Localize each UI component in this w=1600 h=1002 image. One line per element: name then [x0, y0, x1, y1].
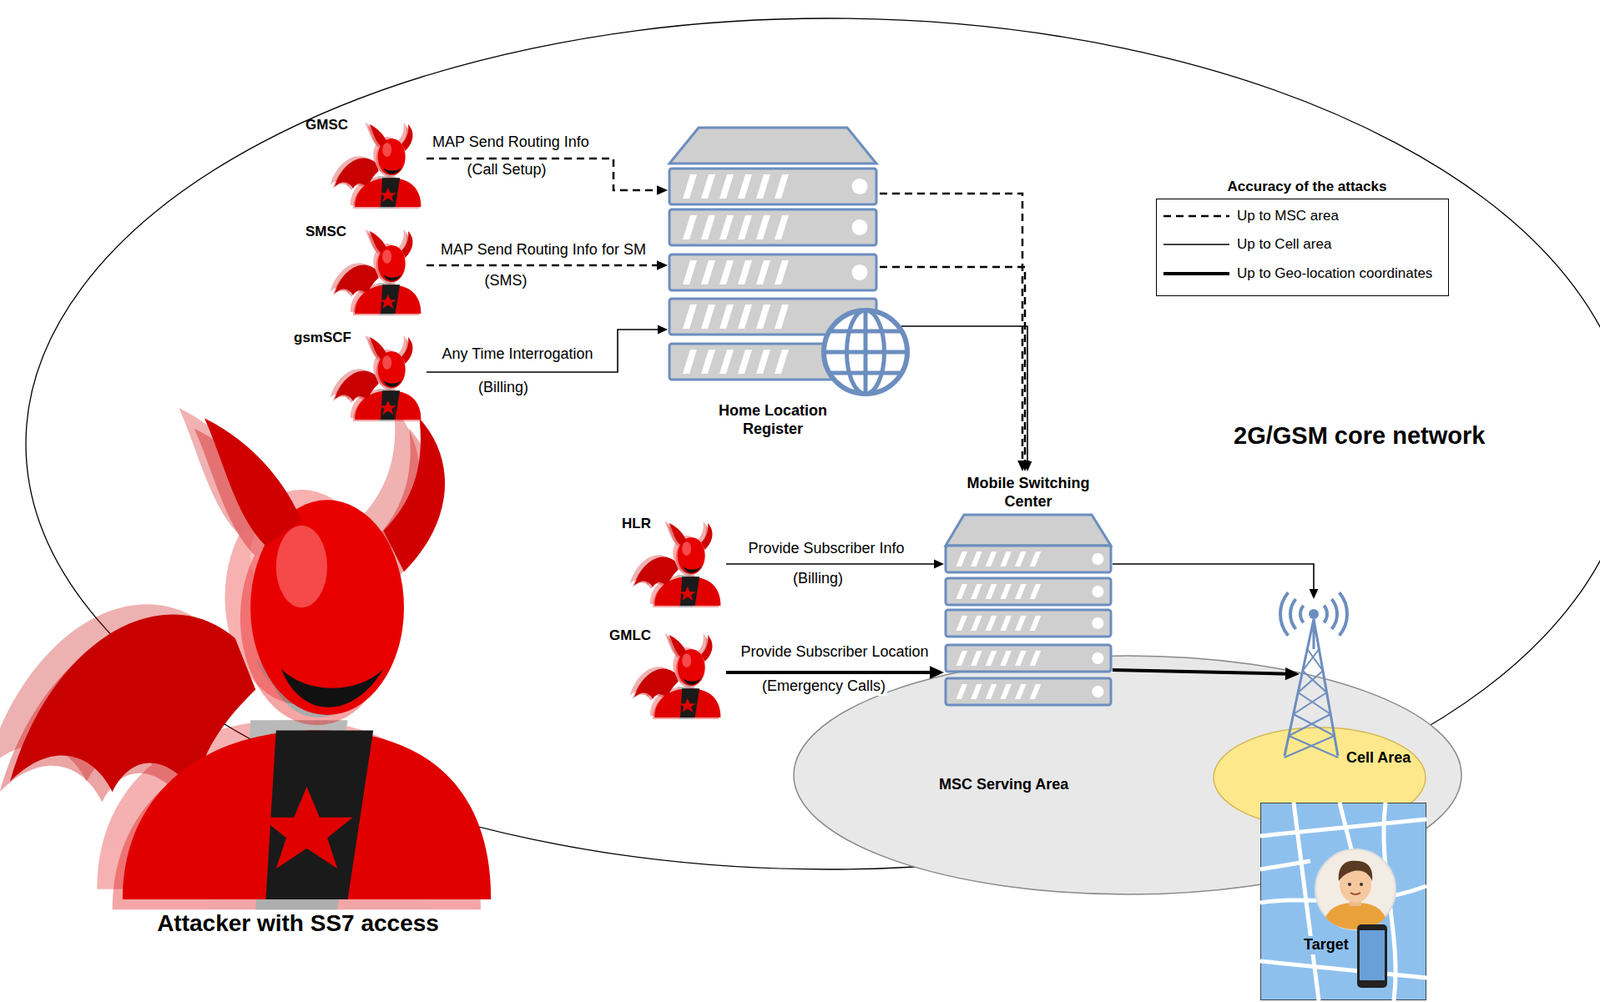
connector: [426, 329, 660, 373]
node-icon: [667, 125, 910, 443]
edge-label: MAP Send Routing Info: [430, 133, 591, 152]
node-box: gsmSCF: [293, 329, 427, 422]
node-box: Target: [1260, 802, 1427, 1001]
legend-entry: Up to Geo-location coordinates: [1236, 265, 1433, 283]
arrow-head: [1017, 460, 1028, 472]
legend-entry: Up to MSC area: [1236, 207, 1339, 225]
node-icon: [1212, 599, 1427, 830]
arrow-head: [1019, 460, 1030, 472]
node-label: Home Location Register: [701, 402, 844, 439]
node-outline: [1212, 599, 1427, 830]
attacker-figure: [10, 413, 522, 900]
connector: [901, 326, 1028, 464]
arrow-head: [1309, 589, 1319, 600]
node-box: Attacker with SS7 access: [10, 413, 586, 948]
node-label: HLR: [621, 515, 652, 533]
legend-title: Accuracy of the attacks: [1226, 178, 1389, 196]
arrow-head: [656, 260, 668, 271]
node-box: GMLC: [609, 627, 727, 720]
node-label: Mobile Switching Center: [957, 474, 1100, 511]
node-label: gsmSCF: [293, 329, 352, 347]
connector: [726, 563, 936, 566]
edge-label: Any Time Interrogation: [439, 345, 595, 364]
connector: [726, 671, 933, 675]
node-box: Cell Area: [1212, 599, 1427, 830]
node-label: GMLC: [609, 627, 652, 645]
legend-entry: Up to Cell area: [1236, 236, 1332, 253]
attacker-icon: [634, 522, 727, 606]
connector: [426, 264, 659, 268]
attacker-icon: [334, 123, 427, 207]
node-label: Cell Area: [1346, 749, 1411, 768]
node-label: MSC Serving Area: [938, 776, 1069, 795]
node-outline: [1260, 802, 1427, 1001]
node-box: Home Location Register: [667, 125, 910, 443]
edge-sublabel: (Emergency Calls): [760, 677, 888, 697]
node-label: 2G/GSM core network: [1233, 421, 1485, 451]
arrow-head: [1023, 461, 1033, 472]
edge-label: Provide Subscriber Location: [738, 643, 930, 662]
connector: [1112, 564, 1314, 591]
edge-sublabel: (Billing): [791, 570, 845, 589]
arrow-head: [657, 325, 668, 335]
edge-label: Provide Subscriber Info: [746, 540, 906, 559]
node-box: GMSC: [305, 116, 427, 209]
node-label: Attacker with SS7 access: [10, 909, 586, 939]
arrow-head: [656, 185, 668, 196]
attacker-icon: [634, 634, 727, 718]
arrow-head: [933, 560, 944, 570]
attacker-icon: [334, 336, 427, 420]
edge-sublabel: (SMS): [483, 272, 530, 291]
node-label: Target: [1302, 936, 1351, 955]
edge-label: MAP Send Routing Info for SM: [439, 241, 648, 260]
node-box: Mobile Switching Center: [943, 471, 1113, 710]
edge-sublabel: (Billing): [476, 378, 530, 398]
node-label: SMSC: [305, 223, 347, 241]
attacker-icon: [334, 230, 427, 314]
edge-sublabel: (Call Setup): [464, 161, 548, 180]
node-box: HLR: [621, 515, 727, 608]
connector: [426, 158, 659, 191]
node-label: GMSC: [305, 116, 349, 134]
node-box: SMSC: [305, 223, 427, 316]
